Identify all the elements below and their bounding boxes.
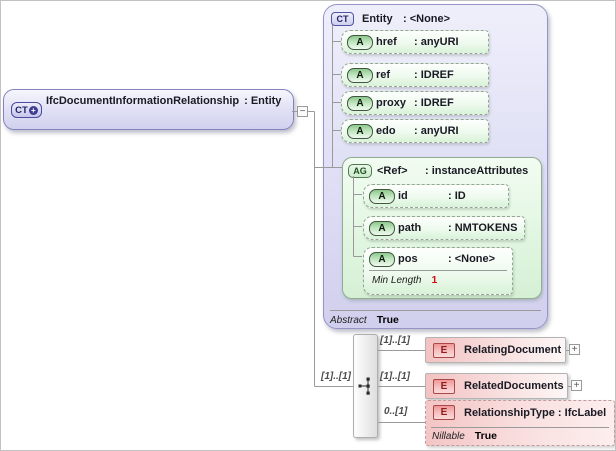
attribute-group-name: <Ref>	[377, 165, 408, 177]
nillable-separator	[431, 427, 609, 428]
element-icon: E	[433, 342, 455, 358]
base-type-type: : <None>	[403, 13, 451, 25]
abstract-value: True	[376, 314, 399, 326]
facet-label: Min Length	[372, 274, 422, 286]
attribute-icon: A	[347, 95, 373, 111]
attribute-row-id[interactable]: A id : ID	[363, 184, 509, 208]
attribute-type: : IDREF	[414, 69, 454, 81]
attribute-type: : <None>	[448, 253, 496, 265]
sequence-connector[interactable]	[353, 334, 378, 438]
nillable-property: Nillable True	[432, 430, 497, 442]
attribute-icon: A	[369, 251, 395, 267]
attribute-type: : NMTOKENS	[448, 222, 518, 234]
base-type-name: Entity	[362, 13, 393, 25]
attribute-group-node[interactable]: AG <Ref> : instanceAttributes A id : ID …	[342, 157, 542, 299]
attribute-name: pos	[398, 253, 418, 265]
element-node-related-documents[interactable]: E RelatedDocuments	[425, 373, 568, 399]
cardinality-label-relationship-type: 0..[1]	[384, 406, 408, 417]
attribute-row-ref[interactable]: A ref : IDREF	[341, 63, 489, 87]
element-name: RelatedDocuments	[464, 380, 564, 392]
collapse-handle[interactable]: −	[297, 106, 308, 117]
attribute-row-path[interactable]: A path : NMTOKENS	[363, 216, 525, 240]
attribute-group-type: : instanceAttributes	[425, 165, 529, 177]
plus-circle-icon: +	[28, 105, 38, 115]
element-icon: E	[433, 405, 455, 420]
attribute-icon: A	[369, 188, 395, 204]
attribute-row-pos[interactable]: A pos : <None> Min Length 1	[363, 247, 513, 295]
root-complex-type-node[interactable]: CT+ IfcDocumentInformationRelationship :…	[3, 89, 294, 130]
attribute-name: href	[376, 36, 397, 48]
attribute-icon: A	[347, 123, 373, 139]
cardinality-label-relating-document: [1]..[1]	[380, 335, 410, 346]
element-name: RelatingDocument	[464, 344, 562, 356]
attribute-group-header: AG <Ref> : instanceAttributes	[348, 164, 528, 178]
attribute-row-proxy[interactable]: A proxy : IDREF	[341, 91, 489, 115]
attribute-group-icon: AG	[348, 164, 372, 178]
facet-separator	[369, 270, 507, 271]
attribute-name: edo	[376, 125, 396, 137]
attribute-type: : anyURI	[414, 125, 459, 137]
element-node-relationship-type[interactable]: E RelationshipType : IfcLabel Nillable T…	[425, 400, 615, 446]
attribute-name: ref	[376, 69, 391, 81]
facet-min-length: Min Length 1	[364, 271, 512, 289]
attribute-type: : IDREF	[414, 97, 454, 109]
attribute-name: id	[398, 190, 408, 202]
attribute-name: path	[398, 222, 422, 234]
base-type-node[interactable]: CT Entity : <None> A href : anyURI A ref…	[323, 4, 548, 329]
element-name: RelationshipType : IfcLabel	[464, 406, 607, 419]
attribute-row-edo[interactable]: A edo : anyURI	[341, 119, 489, 143]
attribute-type: : anyURI	[414, 36, 459, 48]
nillable-label: Nillable	[432, 430, 465, 442]
abstract-property: Abstract True	[330, 314, 399, 326]
base-type-header: CT Entity : <None>	[331, 12, 450, 26]
attribute-row-href[interactable]: A href : anyURI	[341, 30, 489, 54]
root-node-label: IfcDocumentInformationRelationship : Ent…	[46, 95, 294, 107]
abstract-label: Abstract	[330, 314, 367, 326]
element-node-relating-document[interactable]: E RelatingDocument	[425, 337, 566, 363]
ct-chip-text: CT	[15, 104, 28, 116]
cardinality-label-sequence: [1]..[1]	[321, 371, 351, 382]
sequence-icon	[358, 377, 370, 395]
root-node-type: : Entity	[244, 95, 282, 107]
nillable-value: True	[474, 430, 497, 442]
facet-value: 1	[431, 274, 438, 286]
attribute-icon: A	[347, 34, 373, 50]
element-icon: E	[433, 378, 455, 394]
cardinality-label-related-documents: [1]..[1]	[380, 371, 410, 382]
expand-handle[interactable]: +	[571, 380, 582, 391]
complex-type-icon: CT	[331, 12, 354, 26]
attribute-name: proxy	[376, 97, 406, 109]
attribute-type: : ID	[448, 190, 466, 202]
complex-type-plus-icon: CT+	[11, 102, 42, 118]
abstract-separator	[330, 310, 541, 311]
root-node-name: IfcDocumentInformationRelationship	[46, 95, 240, 107]
attribute-icon: A	[369, 220, 395, 236]
expand-handle[interactable]: +	[569, 344, 580, 355]
attribute-icon: A	[347, 67, 373, 83]
